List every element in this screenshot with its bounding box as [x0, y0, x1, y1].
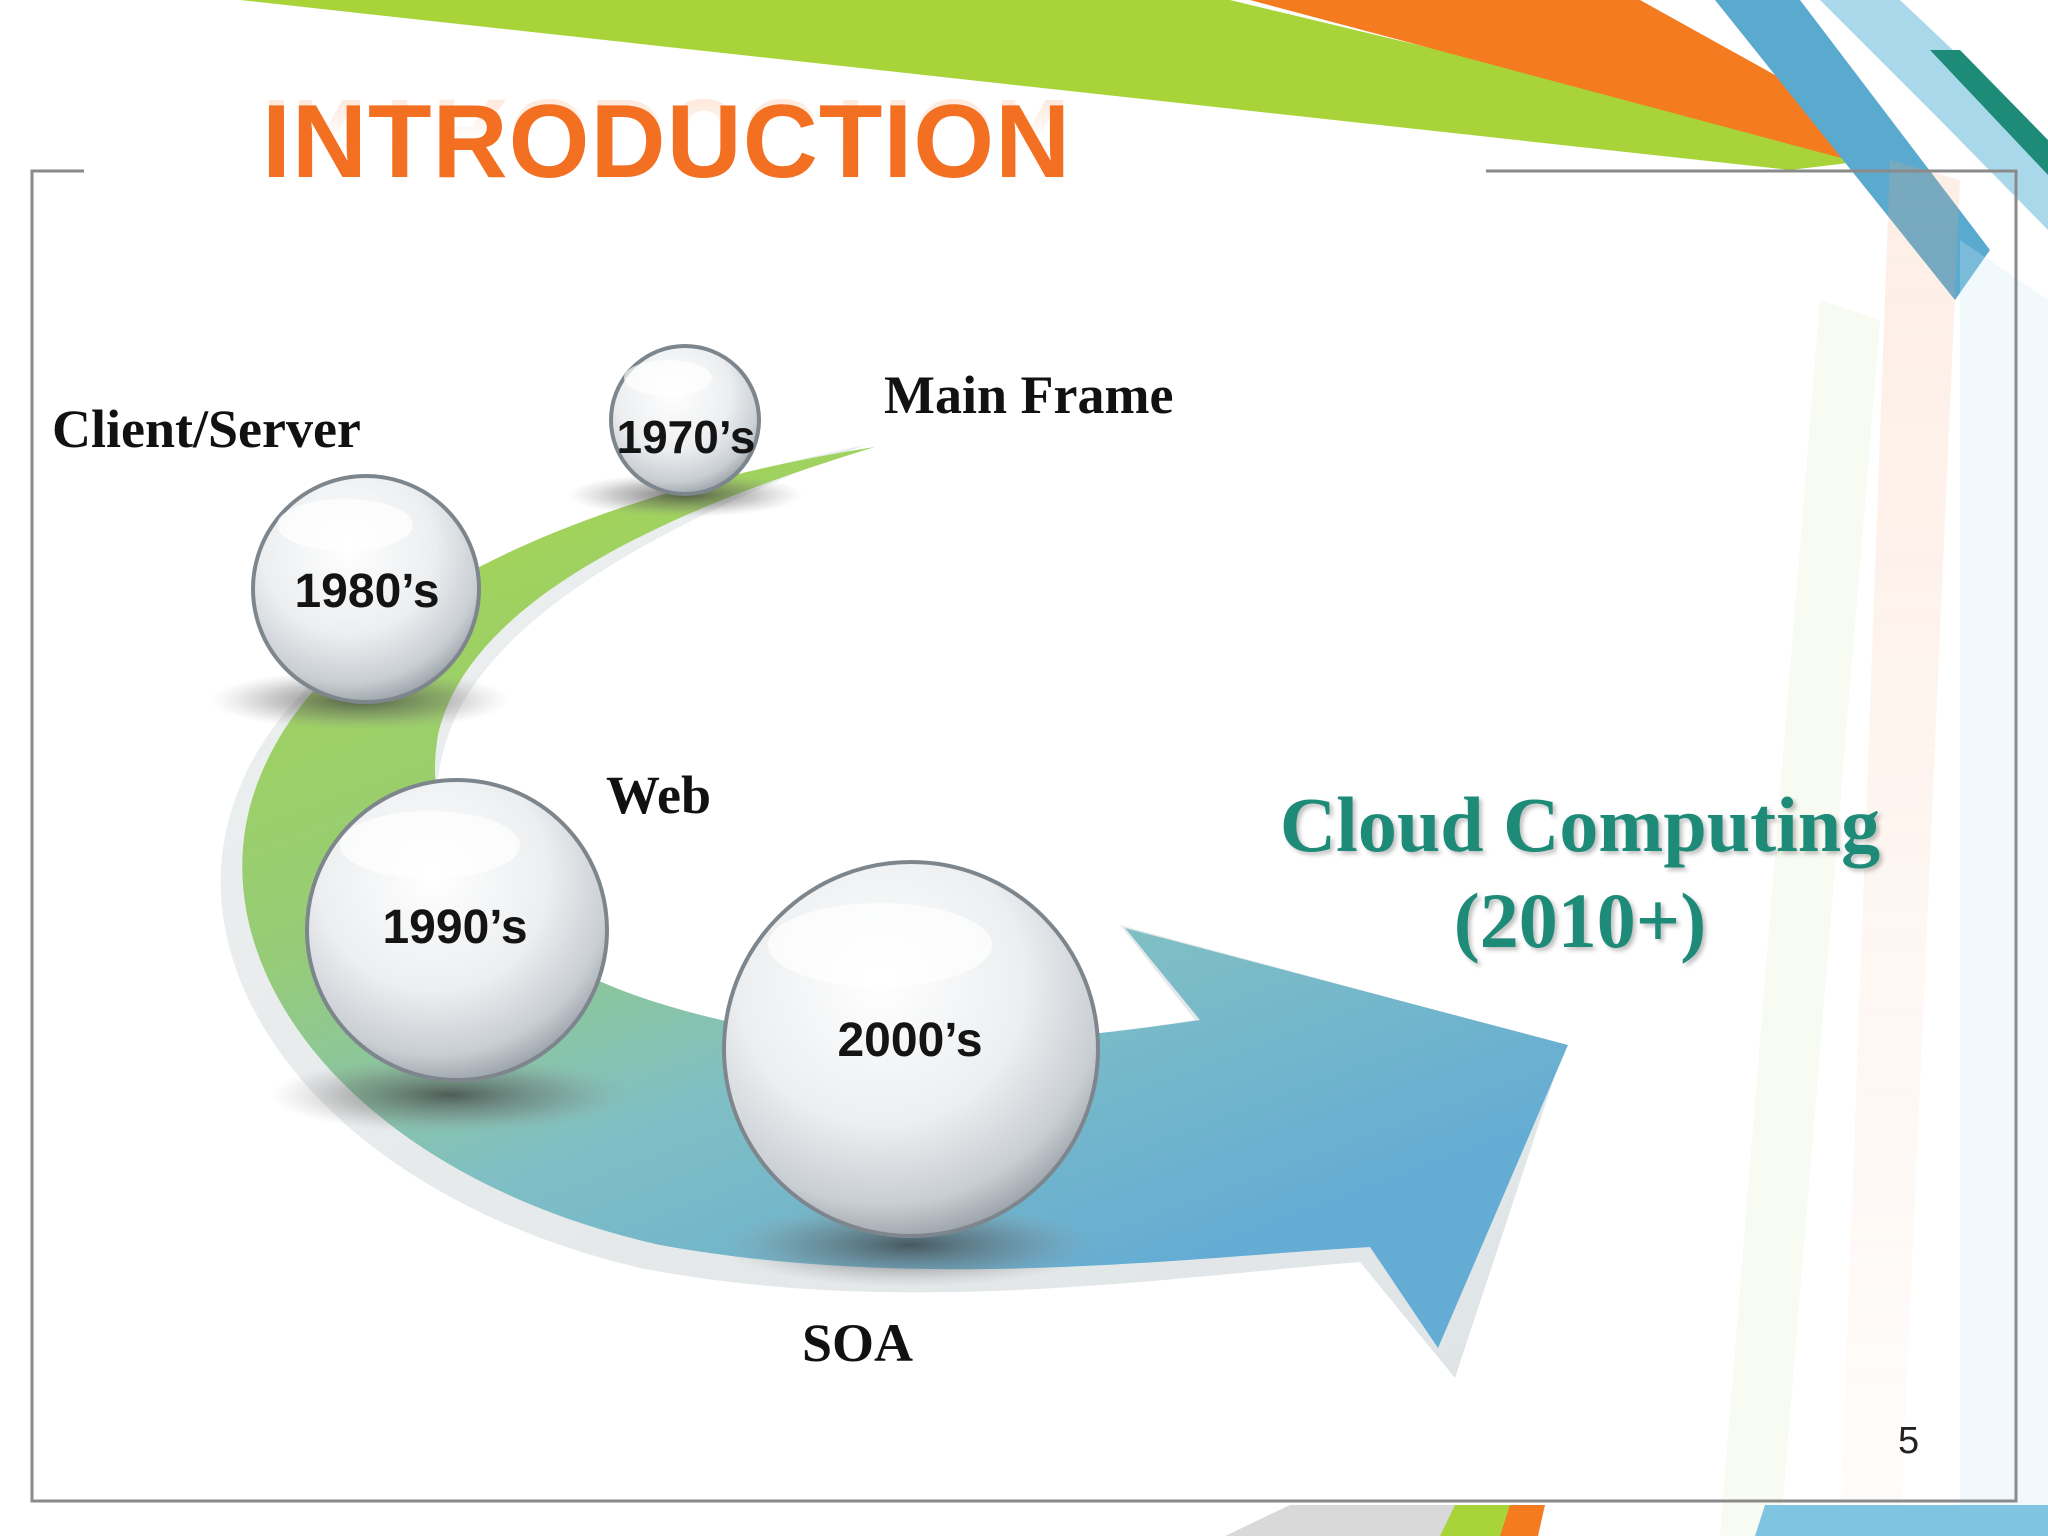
orange-stripe — [1250, 0, 1910, 175]
bottom-gray-stripe — [1225, 1505, 1500, 1536]
cloud-computing-years: (2010+) — [1453, 877, 1707, 964]
bottom-orange-stripe — [1500, 1505, 1545, 1536]
slide-frame — [30, 169, 2018, 1503]
header-stripes — [240, 0, 2048, 300]
sphere-1970s — [609, 344, 761, 496]
page-number: 5 — [1898, 1420, 1920, 1462]
era-label-soa: SOA — [802, 1313, 914, 1373]
year-label-2000s: 2000’s — [837, 1014, 983, 1067]
era-label-client-server: Client/Server — [52, 399, 361, 459]
footer-stripes — [1225, 1505, 2048, 1536]
faint-green-stripe — [1720, 300, 1880, 1536]
bottom-blue-stripe — [1755, 1505, 2048, 1536]
timeline-arrow — [242, 447, 1568, 1348]
sphere-2000s — [722, 860, 1100, 1238]
year-label-1970s: 1970’s — [616, 411, 756, 463]
slide-title: INTRODUCTION — [262, 84, 1072, 200]
side-stripes — [1720, 160, 2048, 1536]
sphere-1980s — [251, 474, 481, 704]
teal-stripe — [1930, 50, 2048, 175]
year-label-1990s: 1990’s — [382, 901, 528, 954]
faint-blue-stripe — [1960, 240, 2048, 1536]
era-spheres — [251, 344, 1100, 1238]
faint-orange-stripe — [1840, 160, 1960, 1536]
era-label-web: Web — [606, 765, 712, 825]
green-stripe — [240, 0, 1890, 170]
year-label-1980s: 1980’s — [294, 565, 440, 618]
sphere-1990s — [305, 778, 609, 1082]
cloud-computing-title: Cloud Computing — [1279, 781, 1881, 868]
bottom-green-stripe — [1440, 1505, 1515, 1536]
slide-title-reflection: INTRODUCTION — [262, 77, 1072, 193]
era-label-main-frame: Main Frame — [884, 365, 1174, 425]
